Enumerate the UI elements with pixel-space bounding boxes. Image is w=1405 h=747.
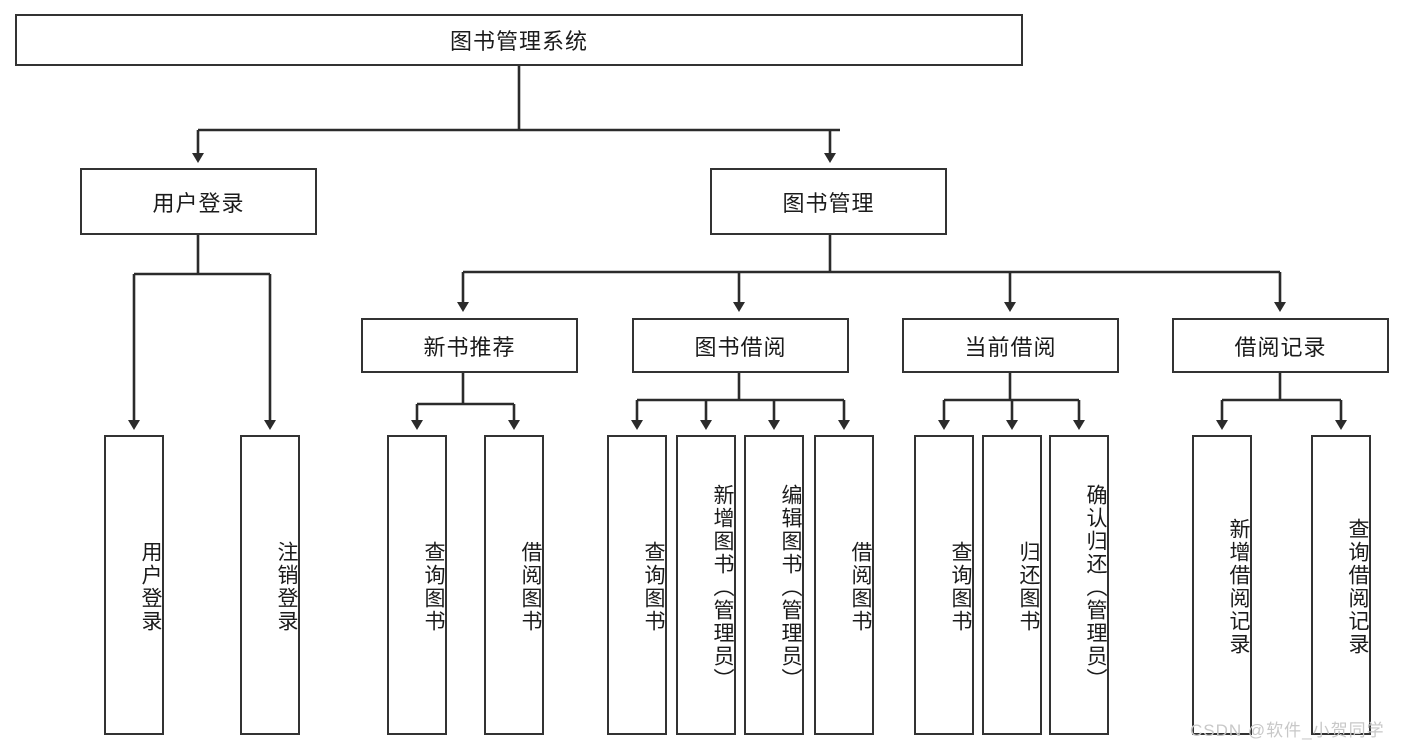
node-borrow-record[interactable]: 借阅记录 (1172, 318, 1389, 373)
leaf-user-logout[interactable]: 注销登录 (240, 435, 300, 735)
node-book-manage[interactable]: 图书管理 (710, 168, 947, 235)
leaf-rec-add[interactable]: 新增借阅记录 (1192, 435, 1252, 735)
leaf-cur-return[interactable]: 归还图书 (982, 435, 1042, 735)
leaf-borrow-add[interactable]: 新增图书（管理员） (676, 435, 736, 735)
leaf-borrow-lend[interactable]: 借阅图书 (814, 435, 874, 735)
watermark: CSDN @软件_小贺同学 (1190, 721, 1385, 740)
leaf-rec-query[interactable]: 查询图书 (387, 435, 447, 735)
leaf-user-login[interactable]: 用户登录 (104, 435, 164, 735)
node-root[interactable]: 图书管理系统 (15, 14, 1023, 66)
leaf-cur-confirm[interactable]: 确认归还（管理员） (1049, 435, 1109, 735)
leaf-cur-query[interactable]: 查询图书 (914, 435, 974, 735)
leaf-rec-query-record[interactable]: 查询借阅记录 (1311, 435, 1371, 735)
leaf-borrow-query[interactable]: 查询图书 (607, 435, 667, 735)
node-book-borrow[interactable]: 图书借阅 (632, 318, 849, 373)
node-new-book-rec[interactable]: 新书推荐 (361, 318, 578, 373)
leaf-borrow-edit[interactable]: 编辑图书（管理员） (744, 435, 804, 735)
leaf-rec-borrow[interactable]: 借阅图书 (484, 435, 544, 735)
node-user-login[interactable]: 用户登录 (80, 168, 317, 235)
node-current-borrow[interactable]: 当前借阅 (902, 318, 1119, 373)
